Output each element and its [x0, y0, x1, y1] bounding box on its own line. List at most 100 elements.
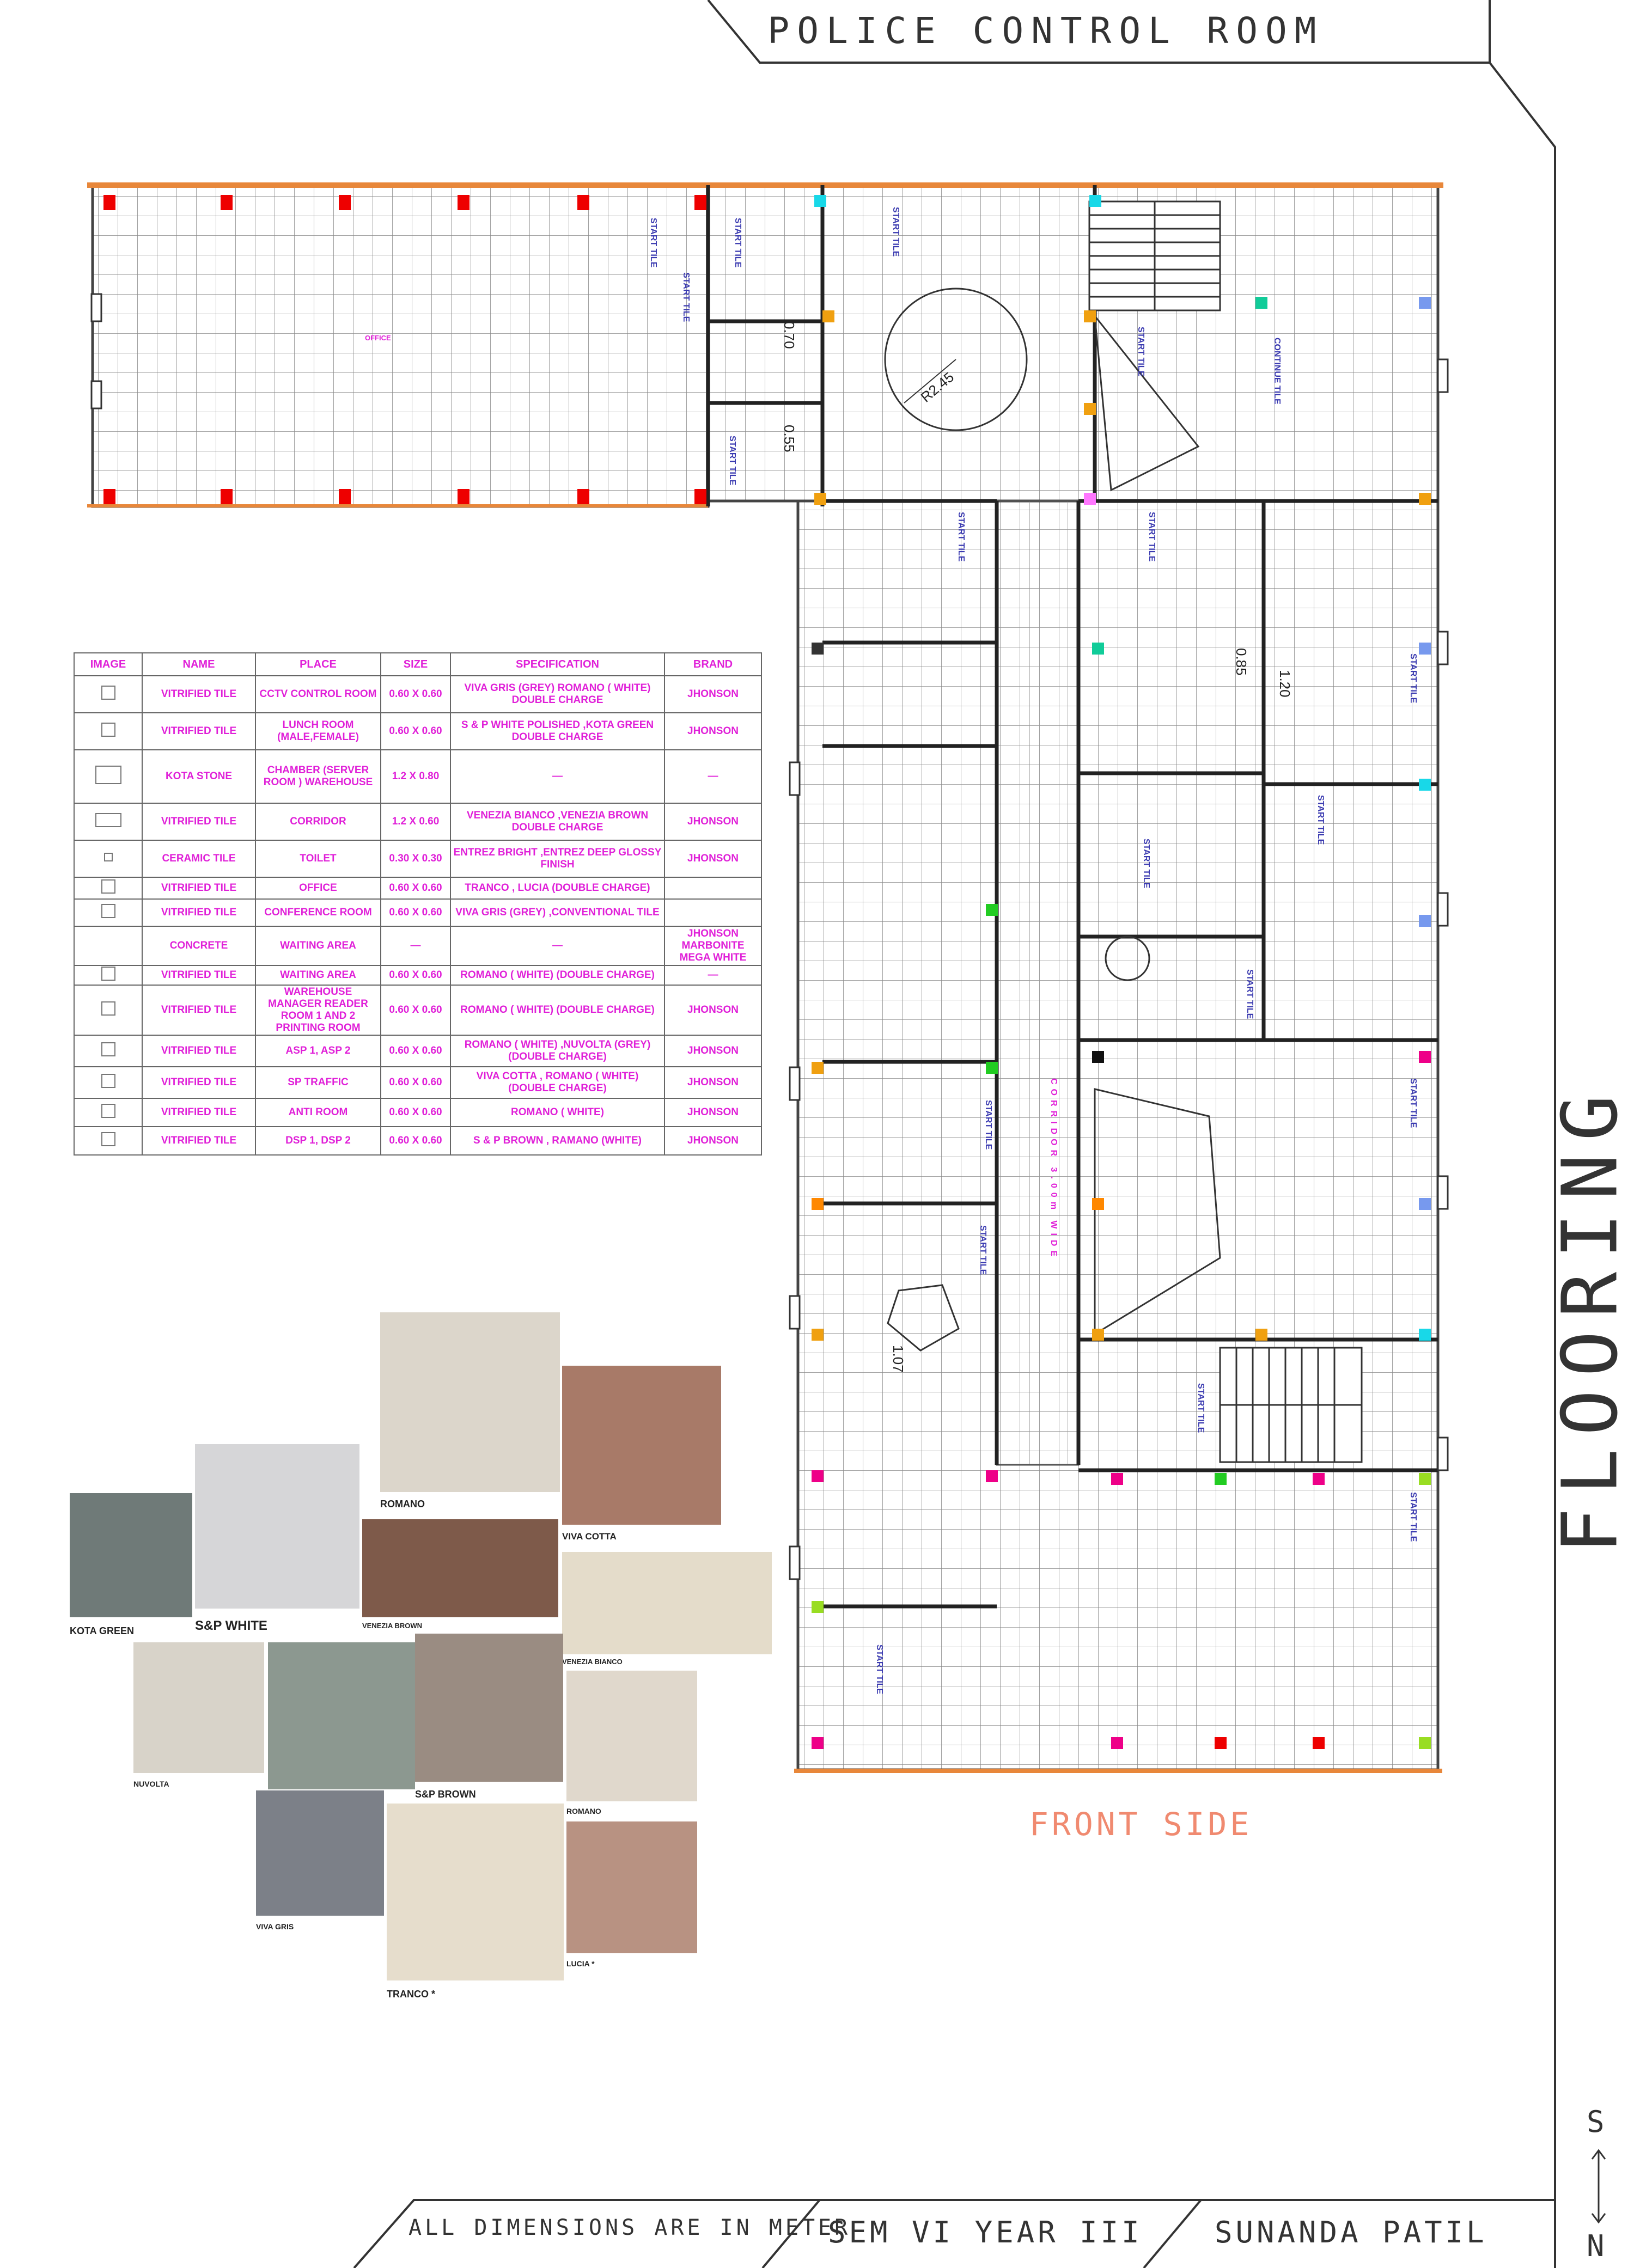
office-floor [91, 184, 710, 508]
swatch-label: S&P WHITE [195, 1618, 267, 1633]
conference-table [884, 288, 1028, 431]
tile-brand [664, 877, 762, 900]
tile-brand: JHONSON [664, 1126, 762, 1156]
tile-image-cell [74, 1126, 143, 1156]
corridor-floor [996, 500, 1080, 1466]
swatch-label: NUVOLTA [133, 1780, 169, 1788]
tile-size: 0.60 X 0.60 [380, 1098, 451, 1127]
swatch-lucia [566, 1821, 697, 1953]
tile-name: KOTA STONE [142, 749, 256, 804]
start-tile-label: START TILE [1245, 969, 1254, 1019]
office-label: OFFICE [365, 334, 391, 342]
tile-brand: JHONSON [664, 1066, 762, 1099]
angled-wall [1094, 313, 1200, 492]
tile-name: CERAMIC TILE [142, 840, 256, 878]
tile-brand: JHONSON [664, 1098, 762, 1127]
angled-room [1094, 1088, 1221, 1336]
dimension-note: ALL DIMENSIONS ARE IN METER [408, 2215, 851, 2240]
tile-name: VITRIFIED TILE [142, 712, 256, 750]
tile-spec: VIVA GRIS (GREY) ROMANO ( WHITE) DOUBLE … [450, 675, 665, 713]
windows [90, 293, 1449, 1580]
tile-size: 1.2 X 0.80 [380, 749, 451, 804]
start-tile-label: START TILE [649, 218, 658, 268]
tile-name: VITRIFIED TILE [142, 803, 256, 841]
tile-name: VITRIFIED TILE [142, 1066, 256, 1099]
tile-image-cell [74, 1035, 143, 1067]
tile-size: 0.60 X 0.60 [380, 877, 451, 900]
tile-image-cell [74, 675, 143, 713]
dimension: 0.70 [781, 321, 797, 349]
tile-brand [664, 898, 762, 927]
tile-place: CCTV CONTROL ROOM [255, 675, 381, 713]
tile-size: 0.60 X 0.60 [380, 1126, 451, 1156]
column-header: BRAND [664, 652, 762, 676]
plan-labels: START TILE START TILE START TILE START T… [365, 207, 1418, 1695]
tile-name: VITRIFIED TILE [142, 1035, 256, 1067]
front-side-label: FRONT SIDE [1029, 1806, 1252, 1843]
tile-place: LUNCH ROOM (MALE,FEMALE) [255, 712, 381, 750]
tile-spec: ROMANO ( WHITE) (DOUBLE CHARGE) [450, 985, 665, 1036]
tile-place: OFFICE [255, 877, 381, 900]
tile-brand: JHONSON [664, 803, 762, 841]
swatch-grey-tile [268, 1642, 415, 1789]
swatch-venezia-bianco [562, 1552, 772, 1654]
tile-place: ASP 1, ASP 2 [255, 1035, 381, 1067]
tile-brand: JHONSON [664, 1035, 762, 1067]
swatch-romano-2 [566, 1671, 697, 1801]
start-tile-label: START TILE [728, 436, 737, 486]
swatch-label: VENEZIA BROWN [362, 1622, 423, 1630]
column-header: PLACE [255, 652, 381, 676]
swatch-viva-gris [256, 1790, 384, 1916]
start-tile-label: START TILE [681, 272, 691, 322]
start-tile-label: START TILE [1147, 512, 1156, 562]
arrow-icon [1591, 2149, 1606, 2224]
tile-name: CONCRETE [142, 926, 256, 966]
tile-brand: — [664, 749, 762, 804]
north-wall-edge [87, 182, 1443, 188]
tile-size: 0.60 X 0.60 [380, 712, 451, 750]
tile-spec: S & P BROWN , RAMANO (WHITE) [450, 1126, 665, 1156]
column-header: SIZE [380, 652, 451, 676]
column-header: IMAGE [74, 652, 143, 676]
tile-brand: JHONSON [664, 675, 762, 713]
swatch-label: ROMANO [380, 1499, 425, 1509]
tile-place: WAITING AREA [255, 965, 381, 986]
tile-spec: VENEZIA BIANCO ,VENEZIA BROWN DOUBLE CHA… [450, 803, 665, 841]
dimension: 1.07 [890, 1345, 906, 1373]
start-tile-label: START TILE [978, 1225, 987, 1275]
tile-place: DSP 1, DSP 2 [255, 1126, 381, 1156]
table-header-row: IMAGE NAME PLACE SIZE SPECIFICATION BRAN… [74, 652, 762, 676]
swatch-label: KOTA GREEN [70, 1625, 135, 1636]
tile-spec: TRANCO , LUCIA (DOUBLE CHARGE) [450, 877, 665, 900]
dimension: 1.20 [1277, 670, 1293, 698]
tile-image-cell [74, 1066, 143, 1099]
tile-size: 0.60 X 0.60 [380, 1066, 451, 1099]
dimension: 0.85 [1233, 648, 1249, 676]
swatch-kota-green [70, 1493, 192, 1617]
tile-size: 0.60 X 0.60 [380, 1035, 451, 1067]
tile-name: VITRIFIED TILE [142, 877, 256, 900]
start-tile-label: START TILE [891, 207, 900, 257]
tile-size: 0.60 X 0.60 [380, 675, 451, 713]
tile-brand: JHONSON [664, 712, 762, 750]
tile-place: TOILET [255, 840, 381, 878]
swatch-sp-white [195, 1444, 359, 1609]
tile-place: WAREHOUSE MANAGER READER ROOM 1 AND 2 PR… [255, 985, 381, 1036]
south-wall-edge [794, 1769, 1442, 1773]
tile-image-cell [74, 1098, 143, 1127]
staircase-north [1088, 200, 1221, 311]
tile-size: 0.60 X 0.60 [380, 965, 451, 986]
office-south-edge [87, 504, 708, 508]
dimension: 0.55 [781, 425, 797, 453]
continue-tile-label: CONTINUE TILE [1272, 338, 1282, 405]
tile-name: VITRIFIED TILE [142, 1098, 256, 1127]
start-tile-label: START TILE [1409, 1492, 1418, 1542]
tile-spec: ROMANO ( WHITE) (DOUBLE CHARGE) [450, 965, 665, 986]
tile-brand: — [664, 965, 762, 986]
